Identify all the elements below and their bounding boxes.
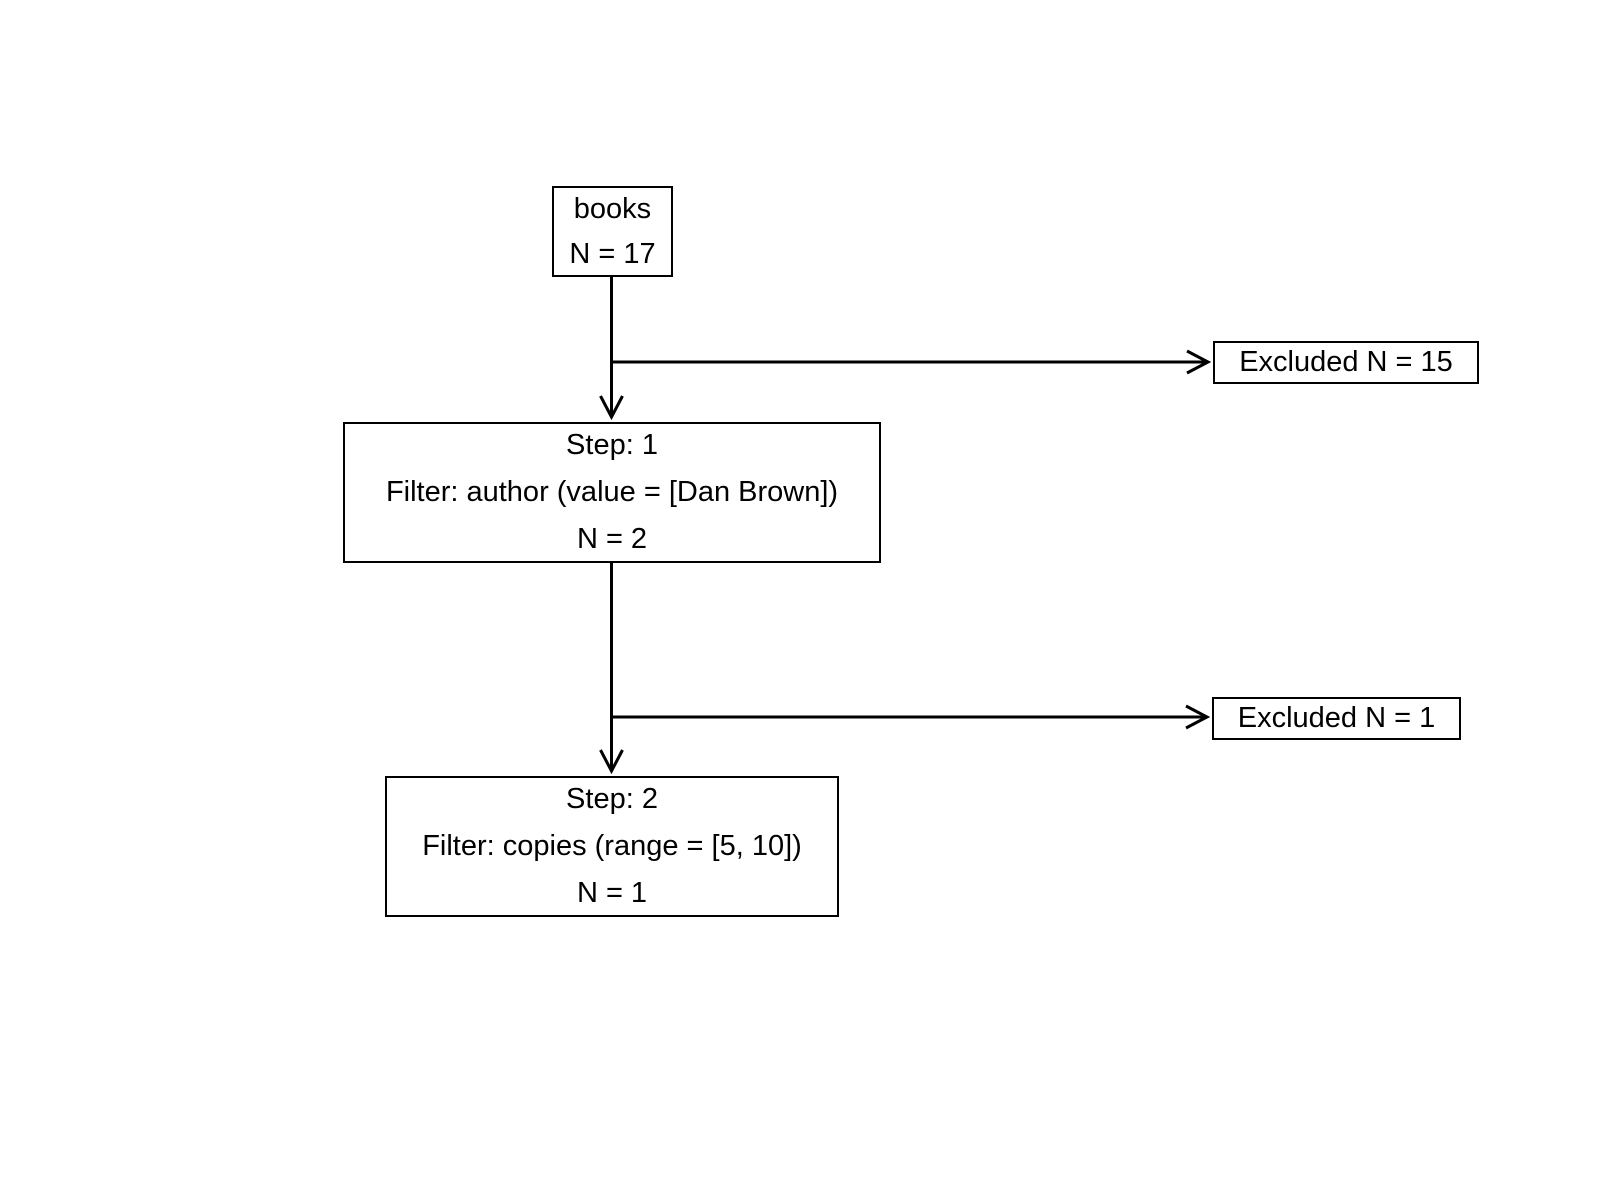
node-excluded-2: Excluded N = 1 [1212, 697, 1461, 740]
node-step-2-title: Step: 2 [566, 783, 658, 815]
node-step-2: Step: 2 Filter: copies (range = [5, 10])… [385, 776, 839, 917]
node-step-2-filter: Filter: copies (range = [5, 10]) [422, 830, 802, 862]
node-step-1-filter: Filter: author (value = [Dan Brown]) [385, 476, 839, 508]
node-source: books N = 17 [552, 186, 673, 277]
node-step-1-title: Step: 1 [566, 429, 658, 461]
node-excluded-2-label: Excluded N = 1 [1237, 702, 1436, 734]
node-source-title: books [573, 192, 652, 225]
node-excluded-1: Excluded N = 15 [1213, 341, 1479, 384]
node-source-count: N = 17 [569, 237, 656, 270]
node-step-2-count: N = 1 [576, 877, 648, 909]
node-step-1: Step: 1 Filter: author (value = [Dan Bro… [343, 422, 881, 563]
node-excluded-1-label: Excluded N = 15 [1239, 346, 1453, 378]
node-step-1-count: N = 2 [576, 523, 648, 555]
